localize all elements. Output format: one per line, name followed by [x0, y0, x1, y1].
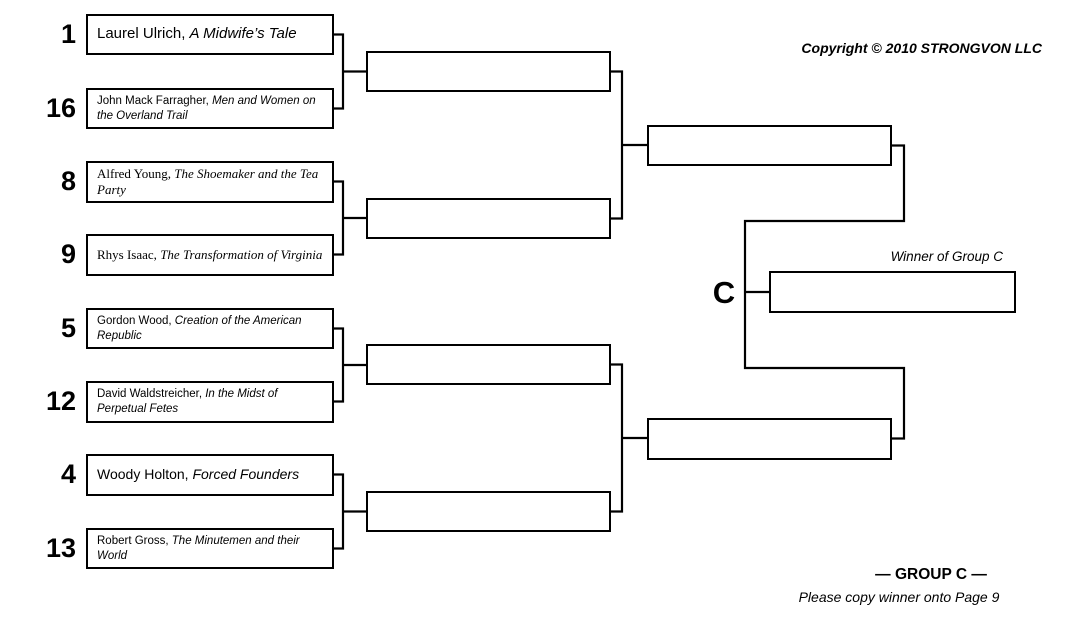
entry-box-4: Woody Holton, Forced Founders: [86, 454, 334, 496]
seed-1: 1: [60, 19, 76, 49]
group-letter: C: [712, 275, 736, 310]
seed-16: 16: [45, 93, 76, 123]
entry-box-12: David Waldstreicher, In the Midst of Per…: [86, 381, 334, 423]
connector-round2-bottom: [609, 363, 647, 513]
footer-note: Please copy winner onto Page 9: [798, 589, 1000, 605]
connector-pair-1-16: [332, 33, 366, 110]
connector-semifinals-to-final: [743, 144, 906, 440]
round2-slot-4: [366, 491, 611, 532]
group-title: — GROUP C —: [875, 566, 987, 583]
connector-pair-8-9: [332, 180, 366, 256]
connector-pair-5-12: [332, 327, 366, 403]
semifinal-slot-top: [647, 125, 892, 166]
copyright-notice: Copyright © 2010 STRONGVON LLC: [801, 40, 1042, 56]
round2-slot-1: [366, 51, 611, 92]
seed-4: 4: [60, 459, 76, 489]
seed-13: 13: [45, 533, 76, 563]
round2-slot-2: [366, 198, 611, 239]
semifinal-slot-bottom: [647, 418, 892, 460]
entry-box-5: Gordon Wood, Creation of the American Re…: [86, 308, 334, 349]
seed-5: 5: [60, 313, 76, 343]
round2-slot-3: [366, 344, 611, 385]
winner-slot: [769, 271, 1016, 313]
connector-round2-top: [609, 70, 647, 220]
winner-of-group-label: Winner of Group C: [890, 249, 1003, 264]
seed-8: 8: [60, 166, 76, 196]
connector-pair-4-13: [332, 473, 366, 550]
entry-box-1: Laurel Ulrich, A Midwife’s Tale: [86, 14, 334, 55]
entry-box-8: Alfred Young, The Shoemaker and the Tea …: [86, 161, 334, 203]
seed-9: 9: [60, 239, 76, 269]
seed-12: 12: [45, 386, 76, 416]
entry-box-9: Rhys Isaac, The Transformation of Virgin…: [86, 234, 334, 276]
entry-box-13: Robert Gross, The Minutemen and their Wo…: [86, 528, 334, 569]
entry-box-16: John Mack Farragher, Men and Women on th…: [86, 88, 334, 129]
